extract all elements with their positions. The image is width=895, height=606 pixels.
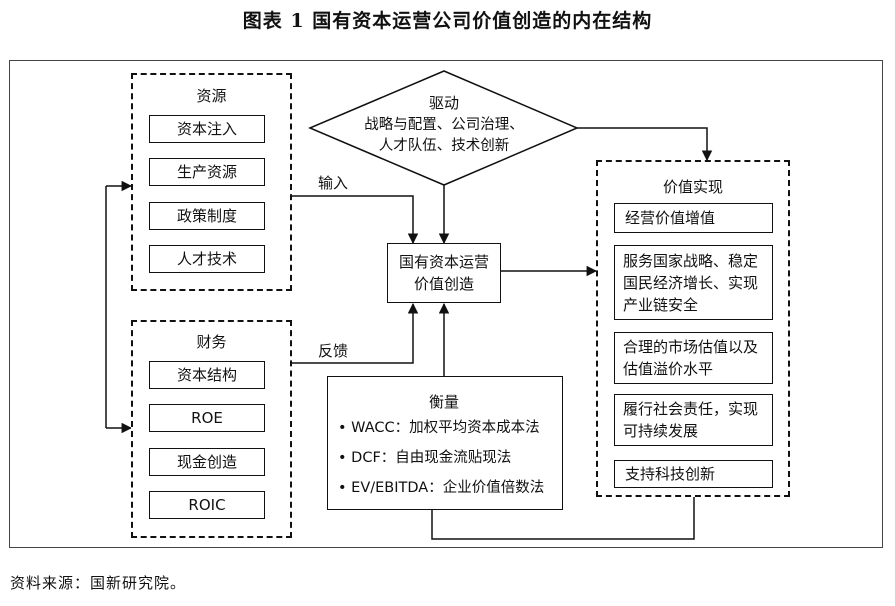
driver-title: 驱动 (428, 94, 459, 112)
measure-value-loop (431, 497, 695, 540)
value-item-market-valuation: 合理的市场估值以及估值溢价水平 (614, 332, 773, 384)
driver-line-2: 人才队伍、技术创新 (378, 138, 510, 154)
resource-item-policy: 政策制度 (149, 202, 265, 230)
resources-title: 资源 (196, 87, 227, 105)
value-item-operating: 经营价值增值 (614, 203, 773, 233)
finance-item-roe: ROE (149, 404, 265, 432)
measure-box (327, 376, 563, 510)
resource-item-talent: 人才技术 (149, 245, 265, 273)
measure-item-wacc: • WACC：加权平均资本成本法 (338, 420, 540, 436)
value-item-national-strategy: 服务国家战略、稳定国民经济增长、实现产业链安全 (614, 245, 773, 320)
figure-title: 图表 1 国有资本运营公司价值创造的内在结构 (242, 10, 653, 32)
feedback-label: 反馈 (317, 342, 348, 360)
center-line-2: 价值创造 (413, 275, 474, 293)
finance-title: 财务 (196, 333, 227, 351)
value-item-tech-innovation: 支持科技创新 (614, 460, 773, 488)
diagram-frame (9, 60, 883, 548)
finance-item-capital-structure: 资本结构 (149, 361, 265, 389)
resource-item-production: 生产资源 (149, 158, 265, 186)
resource-item-capital-injection: 资本注入 (149, 115, 265, 143)
measure-item-dcf: • DCF：自由现金流贴现法 (338, 450, 512, 466)
center-line-1: 国有资本运营 (398, 253, 489, 271)
measure-item-ev-ebitda: • EV/EBITDA：企业价值倍数法 (338, 480, 545, 496)
center-box: 国有资本运营 价值创造 (387, 243, 501, 303)
source-note: 资料来源：国新研究院。 (10, 574, 187, 592)
value-item-social-responsibility: 履行社会责任，实现可持续发展 (614, 394, 773, 446)
driver-line-1: 战略与配置、公司治理、 (364, 117, 524, 133)
feedback-arrow (292, 302, 419, 364)
driver-diamond (308, 70, 579, 186)
input-label: 输入 (317, 174, 348, 192)
driver-to-value-arrow (577, 127, 713, 162)
value-title: 价值实现 (662, 178, 723, 196)
finance-item-roic: ROIC (149, 491, 265, 519)
measure-title: 衡量 (428, 393, 459, 411)
finance-item-cash: 现金创造 (149, 448, 265, 476)
input-arrow (292, 195, 419, 245)
